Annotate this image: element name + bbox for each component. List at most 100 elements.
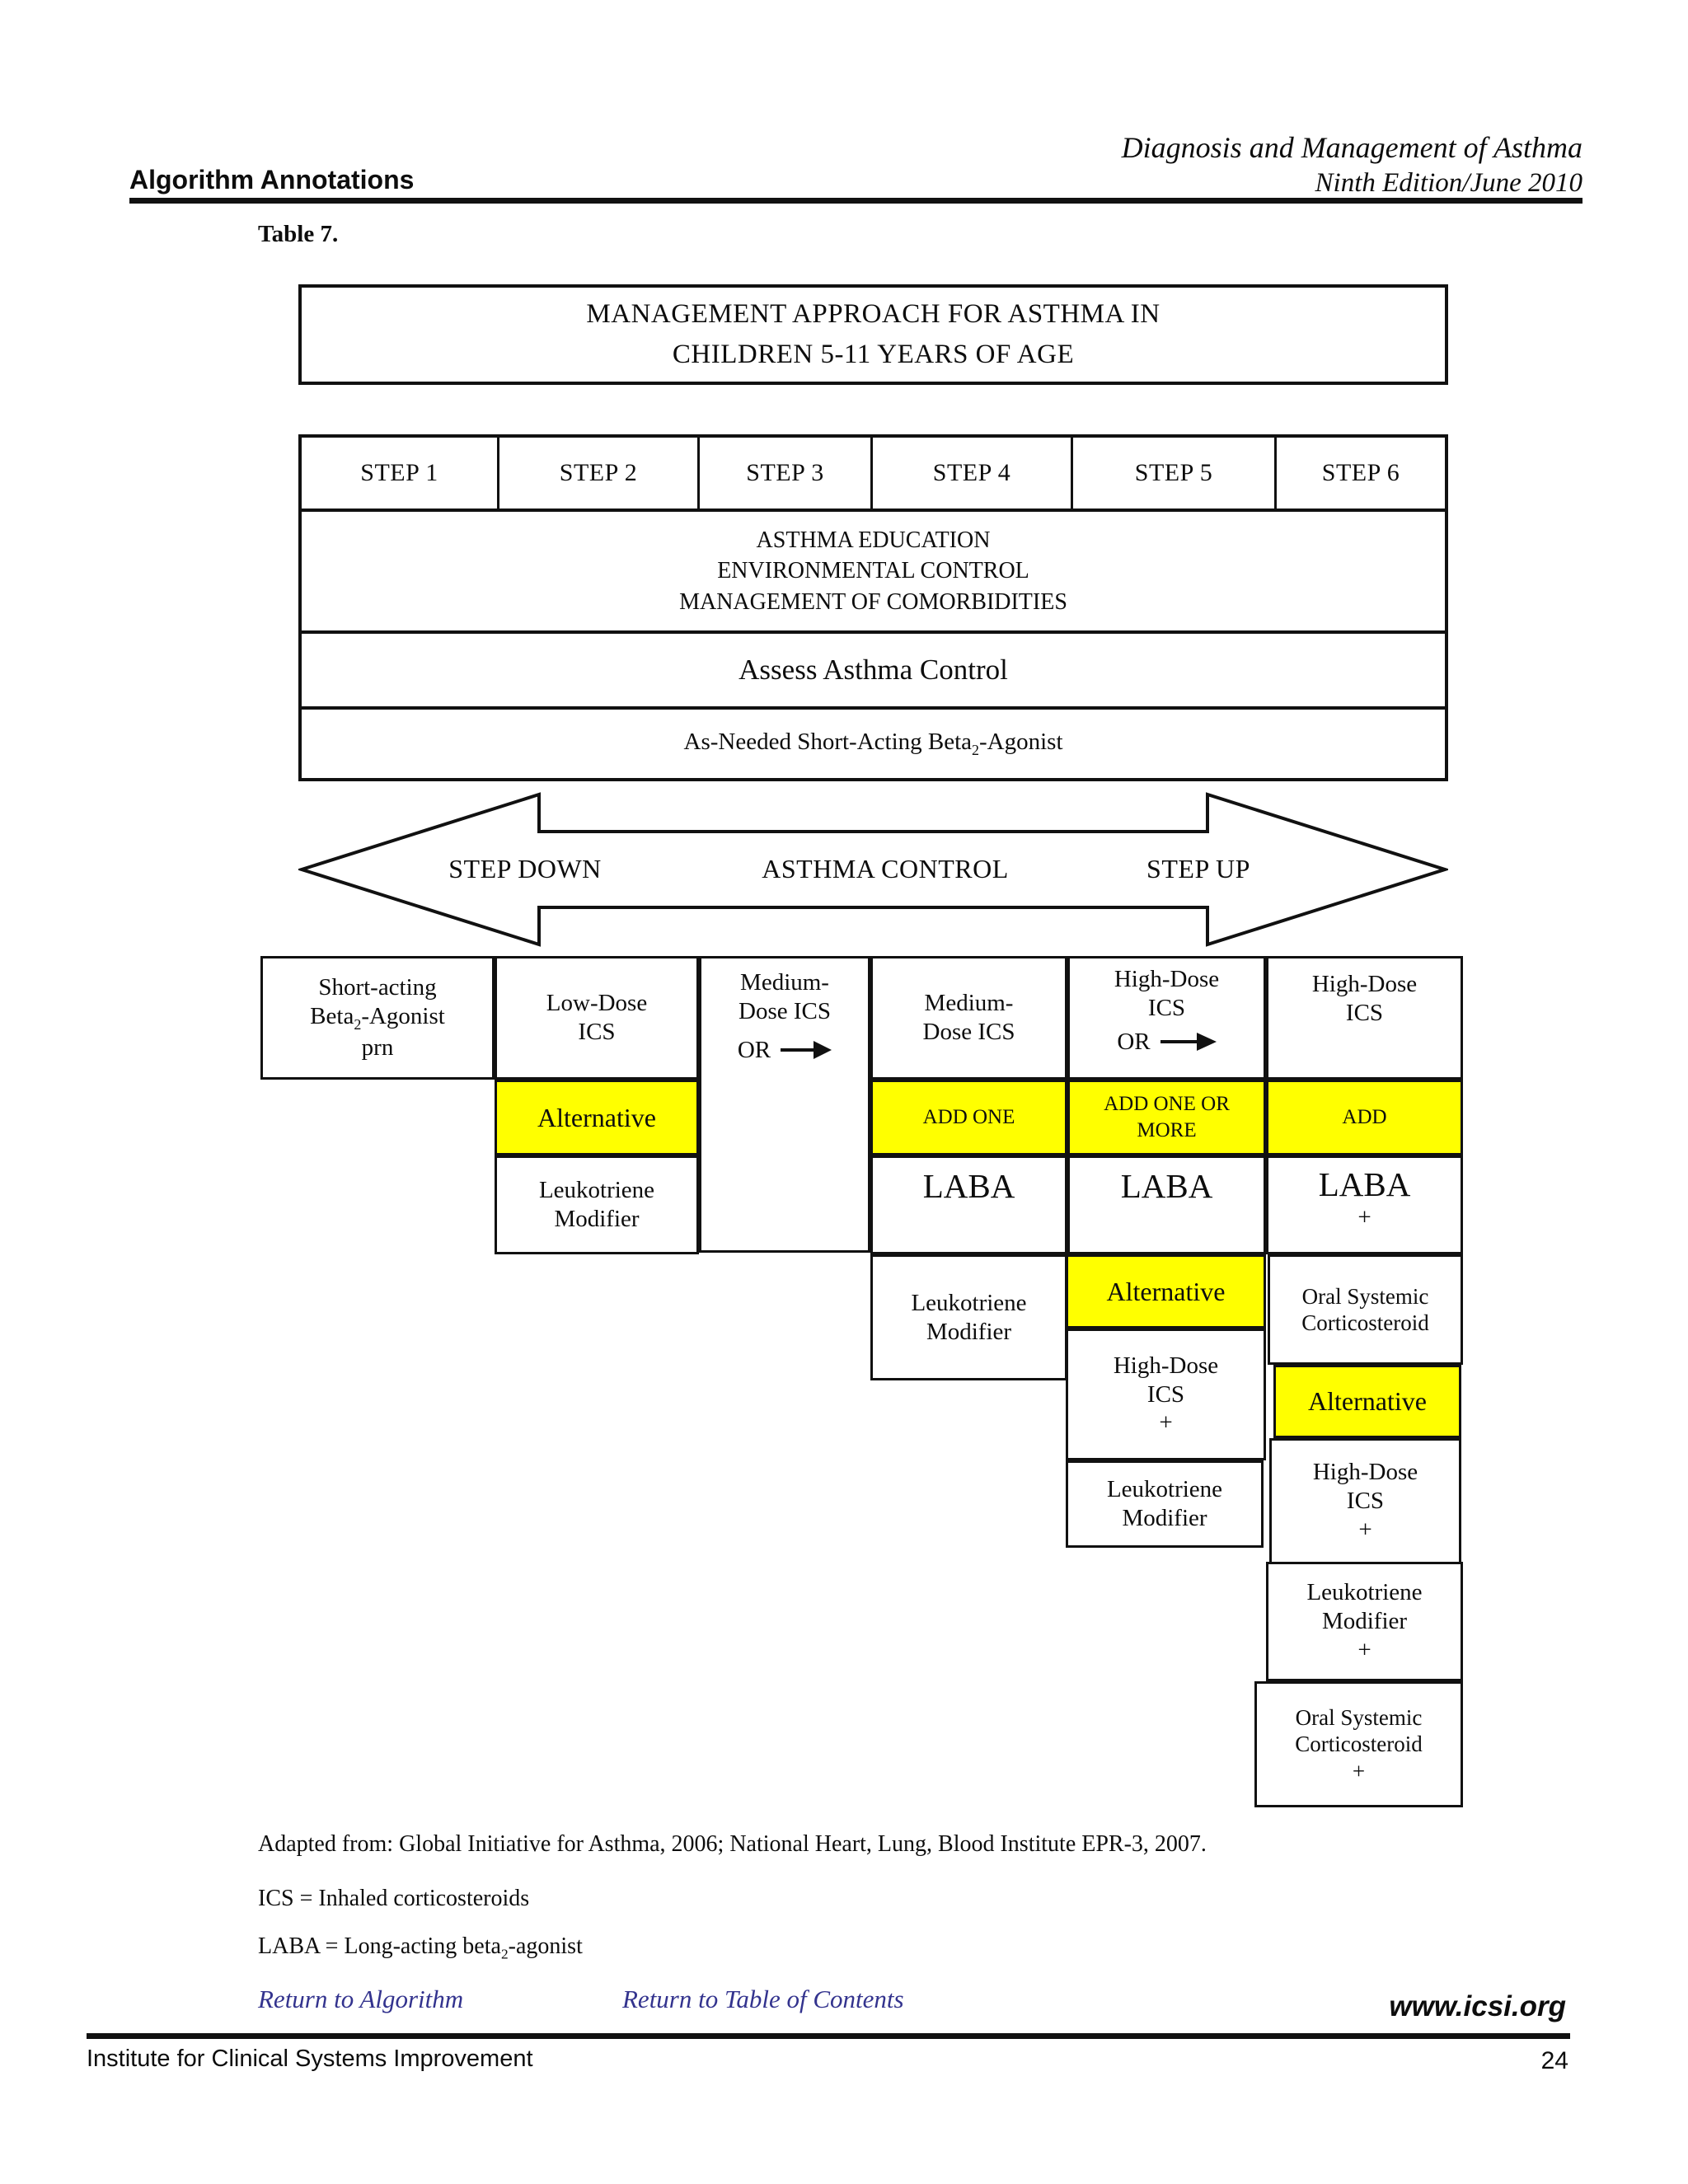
doc-title: Diagnosis and Management of Asthma: [1121, 131, 1582, 164]
box-line: High-Dose: [1311, 971, 1418, 997]
treatment-box-saba-prn: Short-acting Beta2-Agonist prn: [260, 956, 495, 1080]
high-dose-ics-plus-box-step5: High-Dose ICS +: [1066, 1329, 1266, 1460]
box-line: ICS: [1345, 999, 1384, 1026]
or-arrow-row: OR: [738, 1036, 832, 1065]
leukotriene-modifier-box-step4: Leukotriene Modifier: [870, 1254, 1067, 1380]
step-3-header: STEP 3: [700, 438, 873, 509]
box-line: Leukotriene: [911, 1289, 1027, 1316]
step-up-label: STEP UP: [1146, 854, 1250, 883]
icsi-website-link[interactable]: www.icsi.org: [1389, 1990, 1566, 2022]
footnote-adapted-from: Adapted from: Global Initiative for Asth…: [258, 1831, 1207, 1857]
education-row: ASTHMA EDUCATION ENVIRONMENTAL CONTROL M…: [302, 512, 1445, 634]
add-one-or-more-box-step5: ADD ONE OR MORE: [1067, 1080, 1266, 1155]
box-line: Modifier: [1321, 1608, 1408, 1635]
saba-label: As-Needed Short-Acting Beta2-Agonist: [683, 729, 1063, 758]
education-line: MANAGEMENT OF COMORBIDITIES: [679, 588, 1067, 615]
box-line: High-Dose: [1113, 1352, 1219, 1379]
box-line: ICS: [578, 1019, 616, 1045]
box-line: Alternative: [537, 1102, 656, 1132]
steps-header-row: STEP 1 STEP 2 STEP 3 STEP 4 STEP 5 STEP …: [302, 438, 1445, 512]
step-down-label: STEP DOWN: [448, 854, 602, 883]
treatment-box-high-dose-ics-or: High-Dose ICS OR: [1067, 956, 1266, 1080]
box-line: +: [1357, 1204, 1372, 1231]
box-line: +: [1357, 1636, 1372, 1663]
education-line: ENVIRONMENTAL CONTROL: [717, 558, 1029, 584]
box-line: ADD ONE: [922, 1105, 1015, 1128]
box-line: MORE: [1137, 1119, 1197, 1141]
step-6-header: STEP 6: [1321, 459, 1400, 486]
box-line: +: [1358, 1516, 1372, 1543]
box-line: LABA: [1120, 1167, 1213, 1205]
step-4-header: STEP 4: [873, 438, 1073, 509]
box-line: Corticosteroid: [1295, 1732, 1423, 1757]
add-one-box-step4: ADD ONE: [870, 1080, 1067, 1155]
or-arrow-row: OR: [1117, 1028, 1217, 1057]
box-line: ADD: [1342, 1105, 1387, 1128]
page-number: 24: [1540, 2047, 1568, 2074]
alternative-box-step2: Alternative: [495, 1080, 699, 1155]
assess-label: Assess Asthma Control: [738, 654, 1008, 686]
box-line: Medium-: [740, 969, 829, 996]
box-line: Leukotriene: [1306, 1579, 1423, 1606]
education-line: ASTHMA EDUCATION: [756, 527, 991, 554]
laba-box-step5: LABA: [1067, 1155, 1266, 1254]
box-line: Beta2-Agonist: [310, 1002, 445, 1033]
box-line: Alternative: [1308, 1386, 1427, 1417]
as-needed-saba-row: As-Needed Short-Acting Beta2-Agonist: [302, 710, 1445, 778]
high-dose-ics-plus-box-step6: High-Dose ICS +: [1269, 1438, 1461, 1564]
oral-systemic-corticosteroid-box-step6: Oral Systemic Corticosteroid: [1268, 1254, 1463, 1365]
footer-rule: [87, 2033, 1570, 2039]
asthma-control-label: ASTHMA CONTROL: [762, 854, 1009, 883]
add-box-step6: ADD: [1266, 1080, 1463, 1155]
box-line: High-Dose: [1114, 966, 1220, 992]
section-title: Algorithm Annotations: [129, 165, 415, 194]
or-right-arrow-icon: [781, 1040, 832, 1059]
box-line: Oral Systemic: [1301, 1283, 1429, 1309]
box-line: Dose ICS: [738, 997, 831, 1024]
box-line: High-Dose: [1312, 1459, 1418, 1486]
return-to-algorithm-link[interactable]: Return to Algorithm: [258, 1985, 464, 2013]
box-line: Short-acting: [318, 974, 437, 1001]
laba-box-step4: LABA: [870, 1155, 1067, 1254]
box-line: ICS: [1146, 1380, 1185, 1408]
box-line: Dose ICS: [922, 1019, 1015, 1045]
table-title-box: MANAGEMENT APPROACH FOR ASTHMA IN CHILDR…: [298, 284, 1448, 385]
step-2-header: STEP 2: [499, 438, 700, 509]
box-line: Leukotriene: [538, 1177, 655, 1204]
or-label: OR: [737, 1036, 771, 1063]
oral-systemic-corticosteroid-plus-box-step6: Oral Systemic Corticosteroid +: [1254, 1681, 1463, 1807]
table-title-line2: CHILDREN 5-11 YEARS OF AGE: [672, 340, 1075, 369]
treatment-box-medium-dose-ics-or: Medium- Dose ICS OR: [699, 956, 870, 1253]
header-rule: [129, 198, 1582, 204]
treatment-box-medium-dose-ics: Medium- Dose ICS: [870, 956, 1067, 1080]
box-line: ICS: [1147, 994, 1186, 1021]
edition-line: Ninth Edition/June 2010: [1315, 168, 1582, 198]
or-right-arrow-icon: [1160, 1032, 1217, 1051]
footnote-ics: ICS = Inhaled corticosteroids: [258, 1886, 530, 1911]
treatment-box-low-dose-ics: Low-Dose ICS: [495, 956, 699, 1080]
box-line: ICS: [1346, 1488, 1385, 1515]
box-line: Modifier: [554, 1206, 640, 1232]
box-line: Low-Dose: [546, 990, 648, 1017]
box-line: prn: [361, 1034, 394, 1062]
table-title-line1: MANAGEMENT APPROACH FOR ASTHMA IN: [586, 298, 1160, 329]
box-line: LABA: [1318, 1165, 1411, 1203]
or-label: OR: [1117, 1028, 1151, 1055]
leukotriene-modifier-box-step2: Leukotriene Modifier: [495, 1155, 699, 1254]
box-line: LABA: [922, 1167, 1015, 1205]
footnote-laba: LABA = Long-acting beta2-agonist: [258, 1933, 583, 1962]
box-line: Oral Systemic: [1295, 1704, 1423, 1730]
box-line: Corticosteroid: [1301, 1310, 1429, 1335]
leukotriene-modifier-plus-box-step6: Leukotriene Modifier +: [1266, 1562, 1463, 1681]
step-1-header: STEP 1: [302, 438, 499, 509]
box-line: Modifier: [1122, 1505, 1207, 1531]
box-line: ADD ONE OR: [1104, 1092, 1230, 1115]
return-to-table-of-contents-link[interactable]: Return to Table of Contents: [622, 1985, 904, 2013]
table-label: Table 7.: [258, 221, 339, 247]
box-line: Medium-: [924, 990, 1014, 1017]
step-5-header: STEP 5: [1073, 438, 1277, 509]
treatment-box-high-dose-ics: High-Dose ICS: [1266, 956, 1463, 1080]
alternative-box-step6: Alternative: [1273, 1365, 1461, 1438]
box-line: +: [1352, 1758, 1366, 1783]
